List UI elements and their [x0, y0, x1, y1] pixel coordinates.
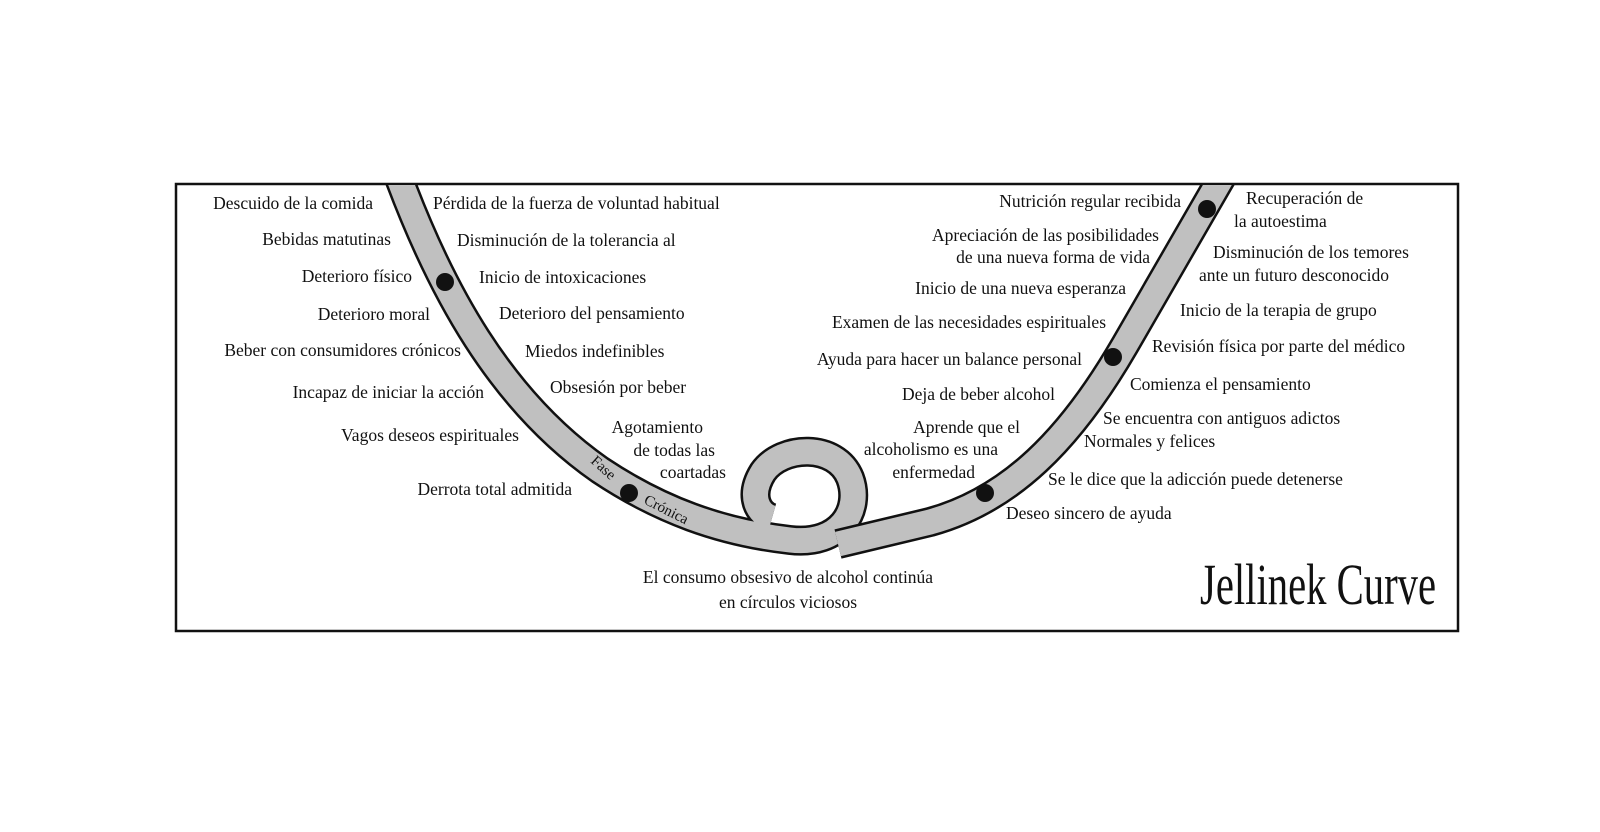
stage-label: El consumo obsesivo de alcohol continúa [643, 567, 933, 587]
stage-label: Se le dice que la adicción puede detener… [1048, 469, 1343, 489]
dot-icon [976, 484, 994, 502]
stage-label: Se encuentra con antiguos adictos [1103, 408, 1340, 428]
stage-label: de todas las [633, 440, 715, 460]
stage-label: Pérdida de la fuerza de voluntad habitua… [433, 193, 720, 213]
stage-label: Derrota total admitida [417, 479, 572, 499]
stage-label: Agotamiento [612, 417, 704, 437]
stage-label: Vagos deseos espirituales [341, 425, 519, 445]
stage-label: Deterioro del pensamiento [499, 303, 685, 323]
dot-icon [620, 484, 638, 502]
stage-label: ante un futuro desconocido [1199, 265, 1389, 285]
diagram-title: Jellinek Curve [1200, 552, 1436, 617]
dot-icon [1198, 200, 1216, 218]
recovery-right-labels: Recuperación de la autoestima Disminució… [1006, 188, 1409, 523]
stage-label: Inicio de intoxicaciones [479, 267, 646, 287]
stage-label: Recuperación de [1246, 188, 1363, 208]
descent-left-labels: Descuido de la comida Bebidas matutinas … [213, 193, 572, 499]
diagram-frame [174, 182, 1460, 633]
stage-label: alcoholismo es una [864, 439, 998, 459]
stage-label: Aprende que el [913, 417, 1020, 437]
stage-label: Deterioro físico [302, 266, 413, 286]
bottom-caption: El consumo obsesivo de alcohol continúa … [643, 567, 933, 612]
stage-label: de una nueva forma de vida [956, 247, 1150, 267]
descent-band [388, 185, 866, 554]
stage-label: coartadas [660, 462, 726, 482]
stage-label: Inicio de una nueva esperanza [915, 278, 1126, 298]
stage-label: Deterioro moral [318, 304, 430, 324]
stage-label: Revisión física por parte del médico [1152, 336, 1405, 356]
stage-label: Comienza el pensamiento [1130, 374, 1311, 394]
stage-label: Normales y felices [1084, 431, 1215, 451]
stage-label: Descuido de la comida [213, 193, 373, 213]
dot-icon [1104, 348, 1122, 366]
milestone-dots [436, 200, 1216, 502]
dot-icon [436, 273, 454, 291]
stage-label: Examen de las necesidades espirituales [832, 312, 1106, 332]
recovery-left-labels: Nutrición regular recibida Apreciación d… [817, 191, 1181, 482]
stage-label: Ayuda para hacer un balance personal [817, 349, 1082, 369]
stage-label: Nutrición regular recibida [999, 191, 1181, 211]
curve-band [385, 185, 1235, 559]
stage-label: enfermedad [892, 462, 975, 482]
stage-label: en círculos viciosos [719, 592, 857, 612]
recovery-band [835, 185, 1232, 557]
stage-label: Disminución de la tolerancia al [457, 230, 676, 250]
stage-label: la autoestima [1234, 211, 1327, 231]
stage-label: Apreciación de las posibilidades [932, 225, 1159, 245]
stage-label: Disminución de los temores [1213, 242, 1409, 262]
stage-label: Miedos indefinibles [525, 341, 665, 361]
stage-label: Beber con consumidores crónicos [224, 340, 461, 360]
stage-label: Obsesión por beber [550, 377, 686, 397]
stage-label: Incapaz de iniciar la acción [293, 382, 485, 402]
stage-label: Inicio de la terapia de grupo [1180, 300, 1377, 320]
descent-right-labels: Pérdida de la fuerza de voluntad habitua… [433, 193, 726, 482]
stage-label: Deja de beber alcohol [902, 384, 1055, 404]
stage-label: Bebidas matutinas [262, 229, 391, 249]
stage-label: Deseo sincero de ayuda [1006, 503, 1172, 523]
